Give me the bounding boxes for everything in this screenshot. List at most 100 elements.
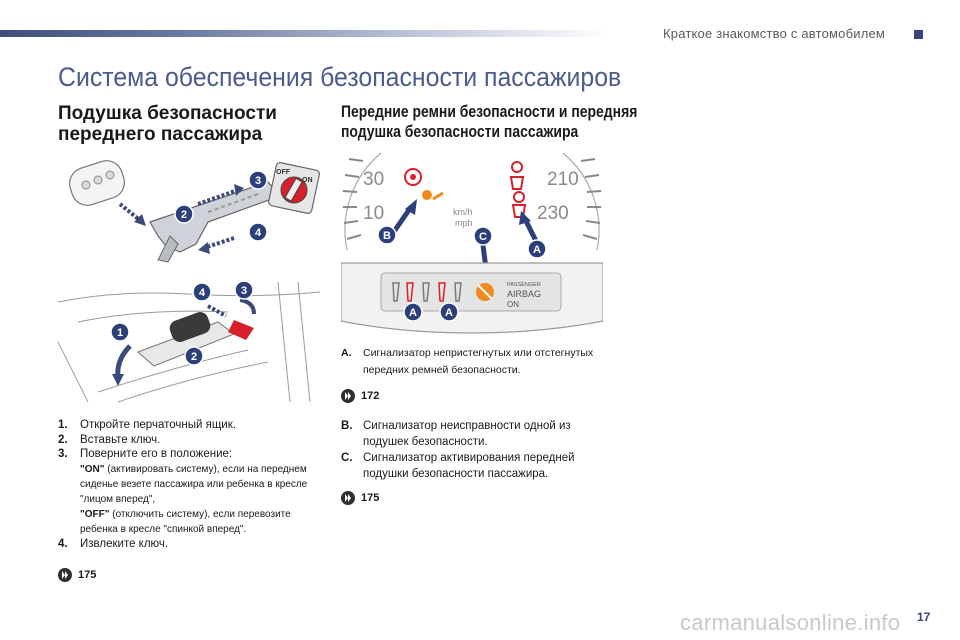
- speed-label-10: 10: [363, 203, 384, 224]
- key-switch-illustration: OFF ON 2 3 4: [69, 160, 320, 263]
- alert-key: B.: [341, 420, 353, 432]
- header-square-marker: [914, 30, 923, 39]
- step-text: Откройте перчаточный ящик.: [80, 419, 236, 431]
- alert-c: C. Сигнализатор активирования передней п…: [341, 450, 611, 482]
- arrow-to-a-top: [519, 211, 540, 245]
- alert-key: C.: [341, 452, 353, 464]
- airbag-off-icon: [476, 283, 494, 301]
- page-reference-number: 175: [78, 569, 97, 581]
- svg-text:A: A: [409, 307, 417, 319]
- alert-text: Сигнализатор непристегнутых или отстегну…: [363, 347, 594, 376]
- airbag-switch-drawing: OFF ON: [268, 162, 320, 214]
- step-1: 1. Откройте перчаточный ящик.: [58, 418, 328, 433]
- arrow-to-b: [390, 199, 417, 235]
- marker-a-bottom-1: A: [403, 302, 423, 322]
- marker-2-top: 2: [174, 204, 194, 224]
- alert-key: A.: [341, 347, 352, 359]
- marker-a-bottom-2: A: [439, 302, 459, 322]
- passenger-label: PASSENGER: [507, 282, 541, 288]
- svg-text:A: A: [533, 244, 541, 256]
- roof-console-panel: PASSENGER AIRBAG ON: [341, 262, 603, 334]
- airbag-label: AIRBAG: [507, 289, 541, 299]
- unit-kmh: km/h: [453, 207, 473, 217]
- svg-text:3: 3: [241, 285, 247, 297]
- page-link-icon: [341, 389, 355, 403]
- alert-text: Сигнализатор неисправности одной из поду…: [363, 420, 571, 448]
- left-section-title: Подушка безопасности переднего пассажира: [58, 103, 277, 145]
- marker-a-top: A: [527, 239, 547, 259]
- page-reference-left[interactable]: 175: [58, 568, 96, 582]
- off-position-description: "OFF" (отключить систему), если перевози…: [80, 507, 328, 537]
- right-section-title-line2: подушка безопасности пассажира: [341, 122, 579, 141]
- svg-text:2: 2: [181, 209, 187, 221]
- marker-b: B: [377, 225, 397, 245]
- speed-label-230: 230: [537, 203, 569, 224]
- marker-1-bottom: 1: [110, 322, 130, 342]
- step-text: Вставьте ключ.: [80, 433, 161, 446]
- step-text: Поверните его в положение:: [80, 448, 233, 460]
- step-2: 2. Вставьте ключ.: [58, 433, 328, 448]
- unit-mph: mph: [455, 218, 473, 228]
- svg-text:B: B: [383, 230, 391, 242]
- svg-text:1: 1: [117, 327, 123, 339]
- page-reference-number: 175: [361, 492, 380, 504]
- insert-arrow: [118, 202, 146, 226]
- marker-4-bottom: 4: [192, 282, 212, 302]
- step-number: 4.: [58, 537, 68, 550]
- seatbelt-warning-icon-top: [509, 161, 525, 190]
- svg-text:3: 3: [255, 175, 261, 187]
- page-link-icon: [341, 491, 355, 505]
- svg-text:4: 4: [199, 287, 206, 299]
- alert-a: A. Сигнализатор непристегнутых или отсте…: [341, 345, 611, 379]
- step-number: 1.: [58, 419, 68, 431]
- handbrake-warning-icon: [404, 168, 422, 186]
- key-fob-drawing: [69, 160, 125, 206]
- page-link-icon: [58, 568, 72, 582]
- open-arrow: [112, 344, 132, 386]
- step-text: Извлеките ключ.: [80, 537, 169, 550]
- alert-a-block: A. Сигнализатор непристегнутых или отсте…: [341, 345, 611, 379]
- seat-belt-status-icons: [392, 282, 462, 302]
- speed-label-30: 30: [363, 169, 384, 190]
- step-3: 3. Поверните его в положение: "ON" (акти…: [58, 447, 328, 537]
- step-number: 3.: [58, 448, 68, 460]
- speedometer-left: 30 10: [342, 152, 384, 251]
- motion-arrows: [197, 184, 244, 254]
- on-position-description: "ON" (активировать систему), если на пер…: [80, 462, 328, 507]
- svg-text:C: C: [479, 231, 487, 243]
- dashboard-lines: [58, 282, 320, 403]
- right-section-title: Передние ремни безопасности и передняя п…: [341, 102, 638, 142]
- step-number: 2.: [58, 433, 68, 446]
- alert-b: B. Сигнализатор неисправности одной из п…: [341, 418, 611, 450]
- key-in-lock: [169, 312, 254, 342]
- on-position-text: (активировать систему), если на переднем…: [80, 463, 308, 505]
- insert-arrows-bottom: [207, 298, 256, 318]
- alert-text: Сигнализатор активирования передней поду…: [363, 452, 575, 480]
- off-position-text: (отключить систему), если перевозите реб…: [80, 508, 291, 535]
- instruction-steps: 1. Откройте перчаточный ящик. 2. Вставьт…: [58, 418, 328, 551]
- marker-3-top: 3: [248, 170, 268, 190]
- marker-2-bottom: 2: [184, 346, 204, 366]
- page-number: 17: [917, 610, 931, 624]
- svg-text:2: 2: [191, 351, 197, 363]
- page-reference-number: 172: [361, 390, 380, 402]
- airbag-fault-icon: [422, 190, 444, 201]
- marker-3-bottom: 3: [234, 282, 254, 300]
- marker-c: C: [473, 226, 493, 246]
- airbag-on-label: ON: [507, 300, 519, 309]
- page-reference-c[interactable]: 175: [341, 491, 379, 505]
- watermark: carmanualsonline.info: [680, 610, 901, 635]
- svg-text:4: 4: [255, 227, 262, 239]
- page-reference-a[interactable]: 172: [341, 389, 379, 403]
- speed-label-210: 210: [547, 169, 579, 190]
- chapter-title: Краткое знакомство с автомобилем: [663, 26, 886, 41]
- step-4: 4. Извлеките ключ.: [58, 537, 328, 552]
- marker-4-top: 4: [248, 222, 268, 242]
- off-position-label: "OFF": [80, 508, 110, 520]
- right-section-title-line1: Передние ремни безопасности и передняя: [341, 102, 638, 121]
- instrument-cluster-illustration: 30 10 210 230 km/h mph: [341, 152, 603, 334]
- switch-on-label: ON: [302, 177, 313, 184]
- header-gradient-band: [0, 30, 610, 37]
- alert-bc-block: B. Сигнализатор неисправности одной из п…: [341, 418, 611, 482]
- speedometer-right: 210 230: [537, 152, 602, 251]
